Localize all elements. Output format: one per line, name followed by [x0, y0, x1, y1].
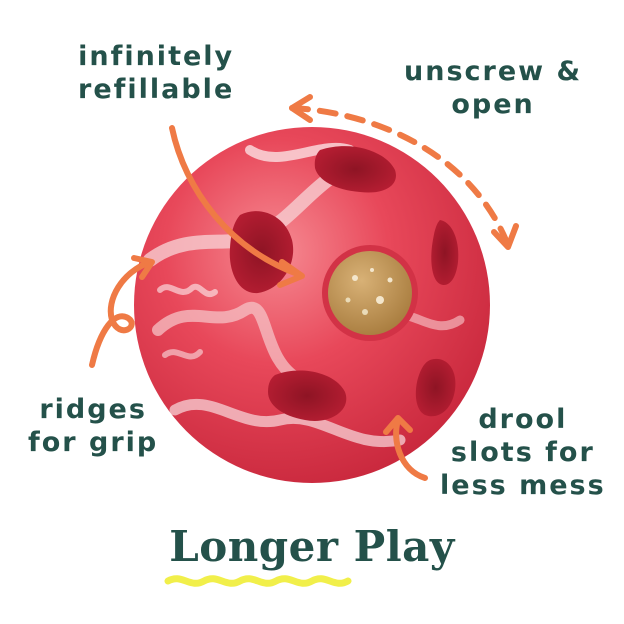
callout-line: open	[451, 89, 535, 120]
callout-drool-slots: drool slots for less mess	[440, 403, 606, 502]
callout-line: for grip	[28, 427, 159, 458]
callout-line: infinitely	[78, 41, 235, 72]
ball-toy	[134, 127, 490, 483]
yellow-squiggle-icon	[164, 575, 352, 587]
callout-line: less mess	[440, 470, 606, 501]
callout-line: unscrew &	[404, 56, 583, 87]
callout-line: slots for	[450, 437, 595, 468]
callout-line: drool	[478, 404, 568, 435]
callout-unscrew-open: unscrew & open	[404, 55, 582, 121]
callout-ridges-grip: ridges for grip	[28, 393, 158, 459]
callout-line: refillable	[78, 74, 235, 105]
headline: Longer Play	[169, 522, 455, 571]
hand-drawn-orange-arrow-icon	[89, 94, 519, 481]
treat-refill	[322, 245, 418, 341]
callout-line: ridges	[39, 394, 147, 425]
callout-refillable: infinitely refillable	[78, 40, 234, 106]
